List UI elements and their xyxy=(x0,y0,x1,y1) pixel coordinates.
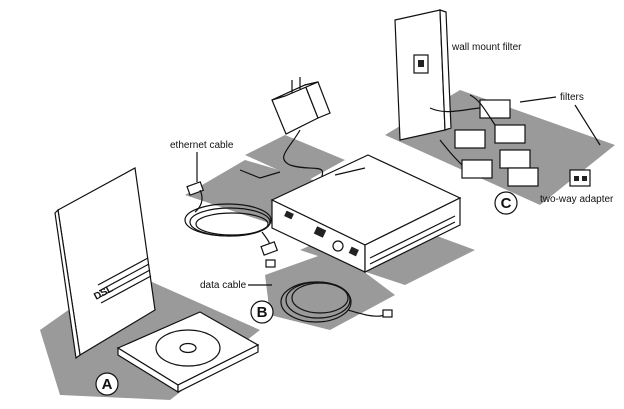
inline-filter xyxy=(507,167,539,187)
ethernet-cable: ethernet cable xyxy=(170,140,279,256)
modem-power-jack xyxy=(332,240,344,252)
badge-b: B xyxy=(250,300,274,324)
badge-a-text: A xyxy=(102,376,113,393)
manual-stripe xyxy=(99,269,151,298)
filters-leader xyxy=(574,104,601,146)
rj11-plug xyxy=(382,309,393,318)
dsl-modem xyxy=(270,154,462,273)
two-way-adapter-label: two-way adapter xyxy=(540,194,614,205)
filters-leader xyxy=(519,96,557,103)
wall-filter-edge xyxy=(439,9,452,131)
badge-a: A xyxy=(95,372,119,396)
ethernet-coil xyxy=(195,212,269,236)
shadow-data-cable xyxy=(265,250,395,330)
manual-stripe xyxy=(100,275,152,304)
wall-filter-jack-hole xyxy=(418,60,424,67)
adapter-cord xyxy=(283,129,324,181)
filter-cord xyxy=(469,94,496,126)
badge-b-text: B xyxy=(257,304,268,321)
wall-filter-plate xyxy=(394,9,446,141)
manual-spine xyxy=(54,208,81,360)
cd-hub xyxy=(179,342,197,354)
badge-c: C xyxy=(494,191,518,215)
inline-filter xyxy=(499,149,531,169)
badge-c-text: C xyxy=(501,195,512,212)
two-way-adapter: two-way adapter xyxy=(540,169,614,205)
power-adapter xyxy=(239,77,331,181)
badge-c-circle xyxy=(494,191,518,215)
filter-cord xyxy=(429,107,481,113)
adapter-jack xyxy=(582,176,587,181)
manual: DSL xyxy=(54,167,156,360)
rj45-plug xyxy=(260,241,279,256)
inline-filters: filters xyxy=(429,92,601,187)
modem-logo-line xyxy=(334,167,366,176)
manual-stripe xyxy=(97,257,149,286)
inline-filter xyxy=(461,159,493,179)
wall-mount-filter: wall mount filter xyxy=(394,9,522,141)
inline-filter xyxy=(454,129,486,149)
data-coil xyxy=(291,282,349,314)
adapter-body xyxy=(569,169,591,187)
wall-mount-filter-label: wall mount filter xyxy=(451,42,522,53)
cd-case xyxy=(116,311,260,394)
modem-port xyxy=(284,210,294,220)
rj11-plug xyxy=(265,259,276,268)
data-coil xyxy=(280,281,352,323)
ethernet-cable-tail xyxy=(194,189,203,213)
shadow-power xyxy=(245,135,345,182)
filters-label: filters xyxy=(560,92,584,103)
modem-port xyxy=(348,246,359,257)
modem-vent-line xyxy=(369,221,456,265)
filter-cord xyxy=(439,139,463,166)
rj45-plug xyxy=(186,181,205,196)
data-cable: data cable xyxy=(200,259,393,323)
ethernet-coil xyxy=(184,203,272,237)
adapter-cord-plug xyxy=(239,169,281,179)
ethernet-cable-label: ethernet cable xyxy=(170,140,234,151)
badge-b-circle xyxy=(250,300,274,324)
modem-port xyxy=(313,226,327,238)
modem-vent-line xyxy=(369,215,456,259)
data-cable-label: data cable xyxy=(200,280,247,291)
cd-case-side xyxy=(177,344,259,393)
modem-side xyxy=(364,197,461,273)
adapter-top xyxy=(271,81,319,101)
adapter-jack xyxy=(574,176,579,181)
inline-filter xyxy=(494,124,526,144)
badge-a-circle xyxy=(95,372,119,396)
manual-stripe xyxy=(98,263,150,292)
